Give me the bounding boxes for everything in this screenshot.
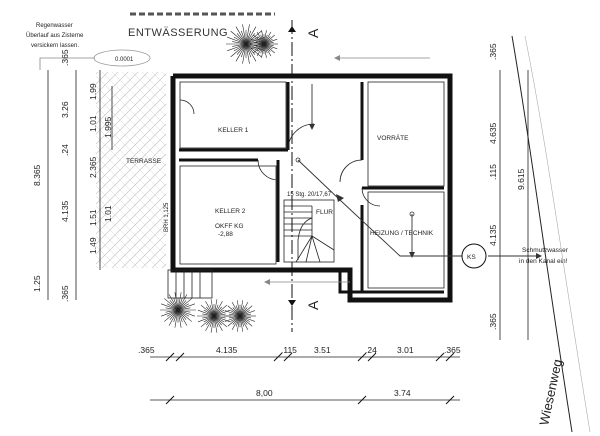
- street-line-2: [524, 35, 591, 433]
- dim-bottom-5: 3.01: [397, 345, 414, 355]
- dim-bottom-0: .365: [138, 345, 155, 355]
- stair-note: 15 Stg. 20/17,67: [287, 192, 332, 198]
- plant-icon: [160, 292, 196, 328]
- dimension-tick: [283, 352, 293, 362]
- plan-title: ENTWÄSSERUNG: [128, 27, 228, 39]
- tank-label: 0.0001: [115, 57, 134, 63]
- dim-left-mid-3: 4.135: [60, 200, 70, 222]
- wall-flur-bottom: [338, 270, 444, 294]
- ks-note-2: in den Kanal ein!: [519, 258, 568, 265]
- section-arrow-top: [288, 26, 296, 32]
- dimension-tick: [357, 395, 367, 405]
- keller2-outline: [179, 165, 277, 265]
- room-vorraete: VORRÄTE: [377, 134, 409, 142]
- dim-bottom-total: 8,00: [256, 388, 273, 398]
- dim-left-mid-5: .365: [60, 285, 70, 302]
- note-line-1: Regenwasser: [36, 23, 73, 29]
- section-arrow-bottom: [288, 300, 296, 306]
- plants: [160, 24, 278, 333]
- plant-icon: [226, 24, 266, 64]
- terrace-hatch: [96, 72, 166, 268]
- dimension-tick: [445, 395, 455, 405]
- okff-value: -2,88: [218, 231, 233, 238]
- dim-left-total: 8.365: [32, 164, 42, 186]
- dimension-tick: [435, 352, 445, 362]
- dims-left: [47, 70, 113, 300]
- dim-left-mid-2: .24: [60, 144, 70, 156]
- dim-left-mid-1: 3.26: [60, 101, 70, 118]
- dim-left-inner-3: 1.51: [88, 209, 98, 226]
- door-swing-3: [257, 159, 279, 181]
- dimension-tick: [445, 352, 455, 362]
- dim-right-2: .115: [488, 164, 498, 180]
- brh-note: BRH 1,125: [164, 202, 170, 232]
- dimension-tick: [165, 395, 175, 405]
- dim-left-inner2-0: 1.995: [103, 116, 113, 138]
- dimension-tick: [165, 352, 175, 362]
- note-line-3: versickern lassen.: [31, 43, 79, 49]
- dim-left-inner-0: 1.99: [88, 83, 98, 100]
- dimension-tick: [273, 352, 283, 362]
- plant-icon: [224, 300, 256, 332]
- dimension-tick: [357, 352, 367, 362]
- overflow-pipe: [39, 57, 95, 70]
- dim-left-mid-4: 1.49: [88, 237, 98, 254]
- dim-right-total: 9.615: [516, 168, 526, 190]
- street-line: [511, 35, 573, 433]
- room-keller2: KELLER 2: [215, 208, 246, 215]
- dimension-tick: [367, 352, 377, 362]
- dim-left-inner2-1: 1.01: [103, 205, 113, 222]
- okff-label: OKFF KG: [215, 223, 244, 230]
- dim-bottom-1: 4.135: [216, 345, 238, 355]
- dim-bottom-4: .24: [365, 345, 377, 355]
- entrance-steps: [167, 269, 213, 299]
- ks-label: KS: [467, 254, 476, 261]
- note-line-2: Überlauf aus Zisterne: [26, 32, 84, 39]
- room-terrasse: TERRASSE: [126, 158, 162, 165]
- room-keller1: KELLER 1: [218, 127, 249, 134]
- dim-right-0: .365: [488, 43, 498, 60]
- section-marker-top: A: [305, 28, 321, 38]
- door-swing-4: [361, 187, 381, 207]
- pipe-main: [297, 159, 472, 257]
- room-heizung: HEIZUNG / TECHNIK: [370, 230, 434, 237]
- dim-bottom-2: .115: [281, 345, 297, 355]
- dim-bottom-right: 3.74: [394, 388, 411, 398]
- dim-left-inner-1: 1.01: [88, 115, 98, 132]
- dim-right-4: .365: [488, 313, 498, 330]
- heizung-outline: [367, 191, 445, 289]
- dim-left-inner-2: 2.365: [88, 156, 98, 178]
- door-swing-2: [339, 159, 363, 183]
- dim-left-bottom: 1.25: [32, 275, 42, 292]
- dim-bottom-6: .365: [444, 345, 461, 355]
- ks-shaft: [461, 243, 487, 269]
- vorraete-outline: [367, 81, 445, 187]
- staircase: [283, 199, 335, 263]
- room-flur: FLUR: [316, 209, 333, 216]
- dimension-tick: [175, 352, 185, 362]
- dim-bottom-3: 3.51: [314, 345, 331, 355]
- dim-right-3: 4.135: [488, 224, 498, 246]
- dim-left-mid-0: .365: [60, 49, 70, 66]
- section-marker-bottom: A: [305, 300, 321, 310]
- dim-right-1: 4.635: [488, 122, 498, 144]
- plant-icon: [250, 30, 278, 58]
- ks-note-1: Schmutzwasser: [522, 247, 569, 254]
- keller1-outline: [179, 81, 287, 149]
- dimension-ticks: [165, 352, 455, 405]
- door-swing-5: [179, 99, 195, 115]
